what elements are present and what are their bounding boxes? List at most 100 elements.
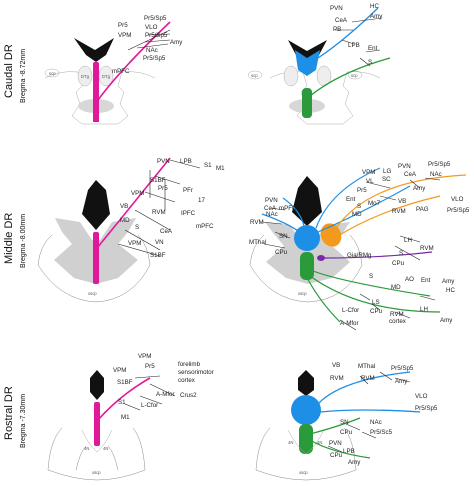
label-amy-3: Amy	[440, 317, 453, 324]
dtg-label-left-l: DTg	[81, 74, 90, 79]
label-vpm: VPM	[362, 169, 375, 176]
label-pb: PB	[333, 26, 341, 33]
label-vpm: VPM	[118, 32, 131, 39]
aqueduct-black	[292, 176, 322, 226]
label-mthal: MThal	[358, 363, 375, 370]
label-md-2: MD	[391, 284, 401, 291]
label-pr5sc5: Pr5/Sc5	[370, 429, 393, 436]
label-l-cfor: L-Cfor	[141, 402, 158, 409]
slice-outline	[47, 427, 146, 481]
label-nac-2: NAc	[430, 171, 442, 178]
label-pvn: PVN	[157, 158, 170, 165]
label-mo7: Mo7	[368, 200, 381, 207]
label-s1bf: S1BF	[117, 379, 133, 386]
label-mpfc: mPFC	[196, 223, 214, 230]
label-cortex: cortex	[178, 377, 196, 384]
dr-magenta	[93, 232, 99, 284]
label-nac-1: NAc	[266, 211, 278, 218]
label-s-3: S	[369, 273, 373, 280]
label-sn: SN	[340, 419, 349, 426]
label-lh-1: LH	[404, 237, 412, 244]
label-a-mfor: A-Mfor	[340, 320, 359, 327]
row-title-middle: Middle DR	[3, 213, 15, 264]
row-bregma-caudal: Bregma -8.72mm	[20, 49, 27, 103]
aqueduct-black	[288, 40, 327, 60]
label-lpb: LPB	[180, 158, 192, 165]
label-s: S	[135, 224, 139, 231]
label-vpm-1: VPM	[113, 367, 126, 374]
scp-right-2	[347, 70, 363, 80]
dtg-right-l	[283, 65, 299, 87]
label-vn: VN	[155, 239, 164, 246]
label-pr5: Pr5	[357, 187, 367, 194]
label-a-mfor: A-Mfor	[156, 391, 175, 398]
label-cpu-3: CPu	[370, 308, 383, 315]
label-pr5sp5-b: Pr5/Sp5	[145, 32, 168, 39]
label-m1: M1	[121, 414, 130, 421]
label-pr5sp5-a: Pr5/Sp5	[144, 15, 167, 22]
label-cea: CeA	[160, 228, 173, 235]
row-bregma-rostral: Bregma -7.30mm	[20, 394, 27, 448]
label-vlo: VLO	[451, 196, 464, 203]
bracket	[335, 17, 383, 67]
projection-magenta	[97, 21, 171, 101]
four-n-right-l: 4N	[288, 440, 293, 445]
dr-green	[300, 252, 314, 280]
label-rvm-2: RVM	[361, 375, 375, 382]
projection-green	[303, 267, 441, 323]
panel-middle-right: xscp PVN CeA NAc mPFC RVM MThal SN CPu G…	[249, 161, 470, 331]
label-nac: NAc	[146, 47, 158, 54]
scp-left	[44, 68, 60, 78]
label-amy-1: Amy	[395, 378, 408, 385]
label-s: S	[368, 59, 372, 66]
slice-outline	[37, 234, 151, 303]
label-sn: SN	[279, 233, 288, 240]
label-pr5: Pr5	[118, 22, 128, 29]
aqueduct-black	[74, 38, 114, 62]
row-title-rostral: Rostral DR	[3, 386, 15, 440]
dtg-label-left-r: DTg	[102, 74, 111, 79]
label-lh-2: LH	[420, 306, 428, 313]
dr-magenta-lower	[93, 94, 99, 122]
label-rvm-3: RVM	[420, 245, 434, 252]
label-ent: Ent	[368, 45, 378, 52]
label-vl: VL	[366, 178, 374, 185]
label-l-cfor: L-Cfor	[342, 307, 359, 314]
label-pr5: Pr5	[158, 185, 168, 192]
label-vlo: VLO	[415, 393, 428, 400]
label-amy-2: Amy	[348, 459, 361, 466]
label-vb: VB	[398, 198, 406, 205]
label-vb: VB	[120, 203, 128, 210]
label-pfr: PFr	[183, 187, 193, 194]
label-17: 17	[198, 197, 205, 204]
bracket	[261, 177, 441, 331]
label-lg: LG	[383, 168, 391, 175]
dr-green	[299, 424, 313, 454]
label-amy: Amy	[370, 13, 383, 20]
label-m1: M1	[216, 165, 225, 172]
label-s-1: S	[357, 203, 361, 210]
label-vb: VB	[332, 362, 340, 369]
label-pr5sp5-c: Pr5/Sp5	[143, 55, 166, 62]
xscp-label: xscp	[298, 291, 307, 296]
bracket	[117, 159, 201, 257]
bracket	[124, 375, 176, 411]
label-s1: S1	[118, 399, 126, 406]
label-mpfc-1: mPFC	[279, 205, 297, 212]
label-cpu-1: CPu	[340, 429, 353, 436]
label-forelimb: forelimb	[178, 361, 201, 368]
label-vpm-2: VPM	[138, 353, 151, 360]
label-md-1: MD	[352, 211, 362, 218]
label-cpu-1: CPu	[275, 249, 288, 256]
label-mpfc: mPFC	[112, 68, 130, 75]
label-md: MD	[120, 217, 130, 224]
label-crus2: Crus2	[180, 392, 197, 399]
label-ipfc: IPFC	[181, 210, 196, 217]
label-amy-2: Amy	[442, 278, 455, 285]
label-hc: HC	[446, 287, 455, 294]
label-sc: SC	[382, 176, 391, 183]
aqueduct-black	[82, 180, 110, 230]
label-mthal: MThal	[249, 239, 266, 246]
panel-caudal-right: scp scp HC Amy PVN CeA PB LPB Ent S	[247, 3, 391, 125]
label-rvm-1: RVM	[250, 219, 264, 226]
